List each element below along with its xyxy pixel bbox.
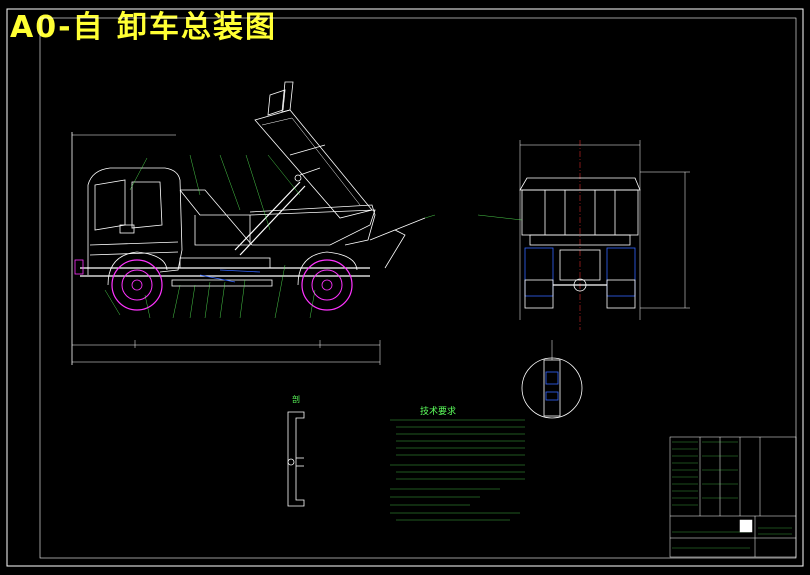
detail-view — [521, 340, 583, 419]
drawing-border — [6, 8, 804, 567]
rear-wheel — [301, 259, 353, 311]
drawing-title: A0-自 卸车总装图 — [10, 10, 277, 45]
tech-requirements-heading: 技术要求 — [420, 407, 457, 417]
section-label: 剖 — [292, 395, 300, 404]
front-wheel — [111, 259, 163, 311]
section-view — [287, 411, 305, 507]
tech-notes-lines — [390, 419, 525, 521]
inner-border — [39, 17, 797, 559]
side-view — [71, 81, 436, 365]
rear-view — [477, 140, 690, 330]
title-block — [669, 436, 797, 558]
